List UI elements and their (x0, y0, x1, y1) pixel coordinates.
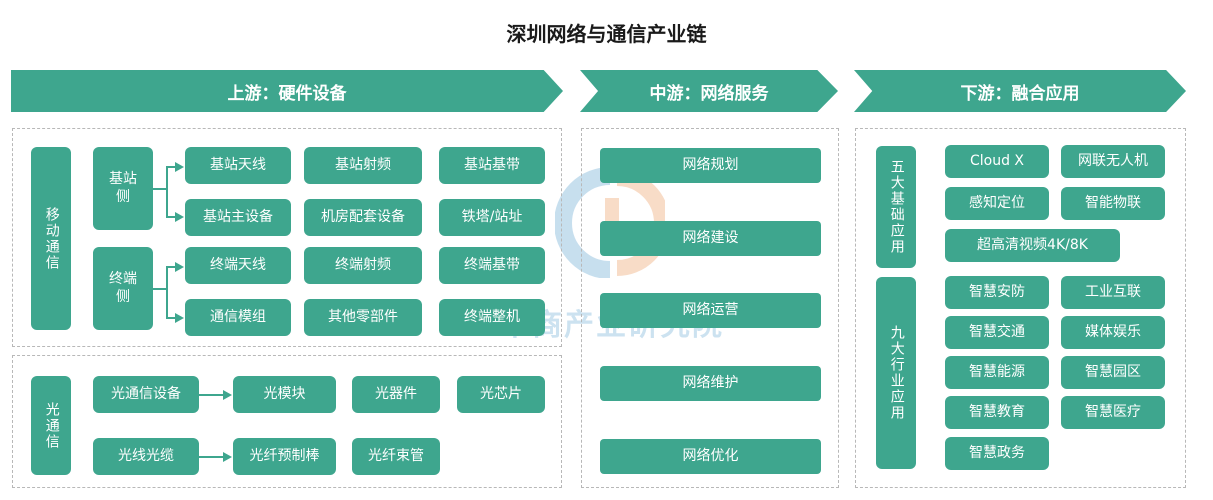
connector (166, 266, 168, 318)
node-base-antenna: 基站天线 (185, 147, 291, 184)
mobile-panel (12, 128, 562, 347)
base-station-side: 基站侧 (93, 147, 153, 230)
node-base-main-equipment: 基站主设备 (185, 199, 291, 236)
connector (166, 266, 176, 268)
node-fiber-tube: 光纤束管 (352, 438, 440, 475)
mobile-category: 移动通信 (31, 147, 71, 330)
upstream-banner: 上游：硬件设备 (11, 70, 563, 112)
node-fiber-preform: 光纤预制棒 (233, 438, 336, 475)
app-uhd-video: 超高清视频4K/8K (945, 229, 1120, 262)
app-cloud-x: Cloud X (945, 145, 1049, 178)
connector (166, 216, 176, 218)
app-smart-energy: 智慧能源 (945, 356, 1049, 389)
service-operation: 网络运营 (600, 293, 821, 328)
service-optimization: 网络优化 (600, 439, 821, 474)
nine-industry-apps: 九大行业应用 (876, 277, 916, 469)
service-planning: 网络规划 (600, 148, 821, 183)
node-base-baseband: 基站基带 (439, 147, 545, 184)
app-industrial-internet: 工业互联 (1061, 276, 1165, 309)
node-terminal-device: 终端整机 (439, 299, 545, 336)
node-terminal-baseband: 终端基带 (439, 247, 545, 284)
midstream-panel (581, 128, 839, 488)
five-basic-apps: 五大基础应用 (876, 146, 916, 268)
app-media-entertainment: 媒体娱乐 (1061, 316, 1165, 349)
arrow-icon (223, 390, 232, 400)
app-smart-security: 智慧安防 (945, 276, 1049, 309)
downstream-banner: 下游：融合应用 (854, 70, 1186, 112)
app-smart-park: 智慧园区 (1061, 356, 1165, 389)
node-other-parts: 其他零部件 (304, 299, 422, 336)
app-sensing-positioning: 感知定位 (945, 187, 1049, 220)
node-comm-module: 通信模组 (185, 299, 291, 336)
node-room-supporting-equipment: 机房配套设备 (304, 199, 422, 236)
node-terminal-antenna: 终端天线 (185, 247, 291, 284)
optical-category: 光通信 (31, 376, 71, 475)
arrow-icon (175, 313, 184, 323)
node-optical-module: 光模块 (233, 376, 336, 413)
midstream-banner: 中游：网络服务 (580, 70, 838, 112)
arrow-icon (175, 262, 184, 272)
node-base-rf: 基站射频 (304, 147, 422, 184)
arrow-icon (223, 452, 232, 462)
connector (199, 394, 224, 396)
app-smart-medical: 智慧医疗 (1061, 396, 1165, 429)
node-optical-device: 光器件 (352, 376, 440, 413)
node-tower-site: 铁塔/站址 (439, 199, 545, 236)
app-smart-government: 智慧政务 (945, 437, 1049, 470)
connector (166, 166, 176, 168)
terminal-side: 终端侧 (93, 247, 153, 330)
service-maintenance: 网络维护 (600, 366, 821, 401)
connector (166, 166, 168, 217)
downstream-panel (855, 128, 1186, 488)
app-smart-transport: 智慧交通 (945, 316, 1049, 349)
connector (199, 456, 224, 458)
base-station-side-label: 基站侧 (109, 171, 137, 205)
connector (166, 317, 176, 319)
node-terminal-rf: 终端射频 (304, 247, 422, 284)
node-fiber-cable: 光线光缆 (93, 438, 199, 475)
service-construction: 网络建设 (600, 221, 821, 256)
arrow-icon (175, 212, 184, 222)
diagram-title: 深圳网络与通信产业链 (506, 22, 707, 46)
app-smart-iot: 智能物联 (1061, 187, 1165, 220)
optical-panel (12, 355, 562, 488)
terminal-side-label: 终端侧 (109, 271, 137, 305)
arrow-icon (175, 162, 184, 172)
connector (153, 188, 167, 190)
node-optical-equipment: 光通信设备 (93, 376, 199, 413)
app-connected-drone: 网联无人机 (1061, 145, 1165, 178)
node-optical-chip: 光芯片 (457, 376, 545, 413)
app-smart-education: 智慧教育 (945, 396, 1049, 429)
connector (153, 288, 167, 290)
